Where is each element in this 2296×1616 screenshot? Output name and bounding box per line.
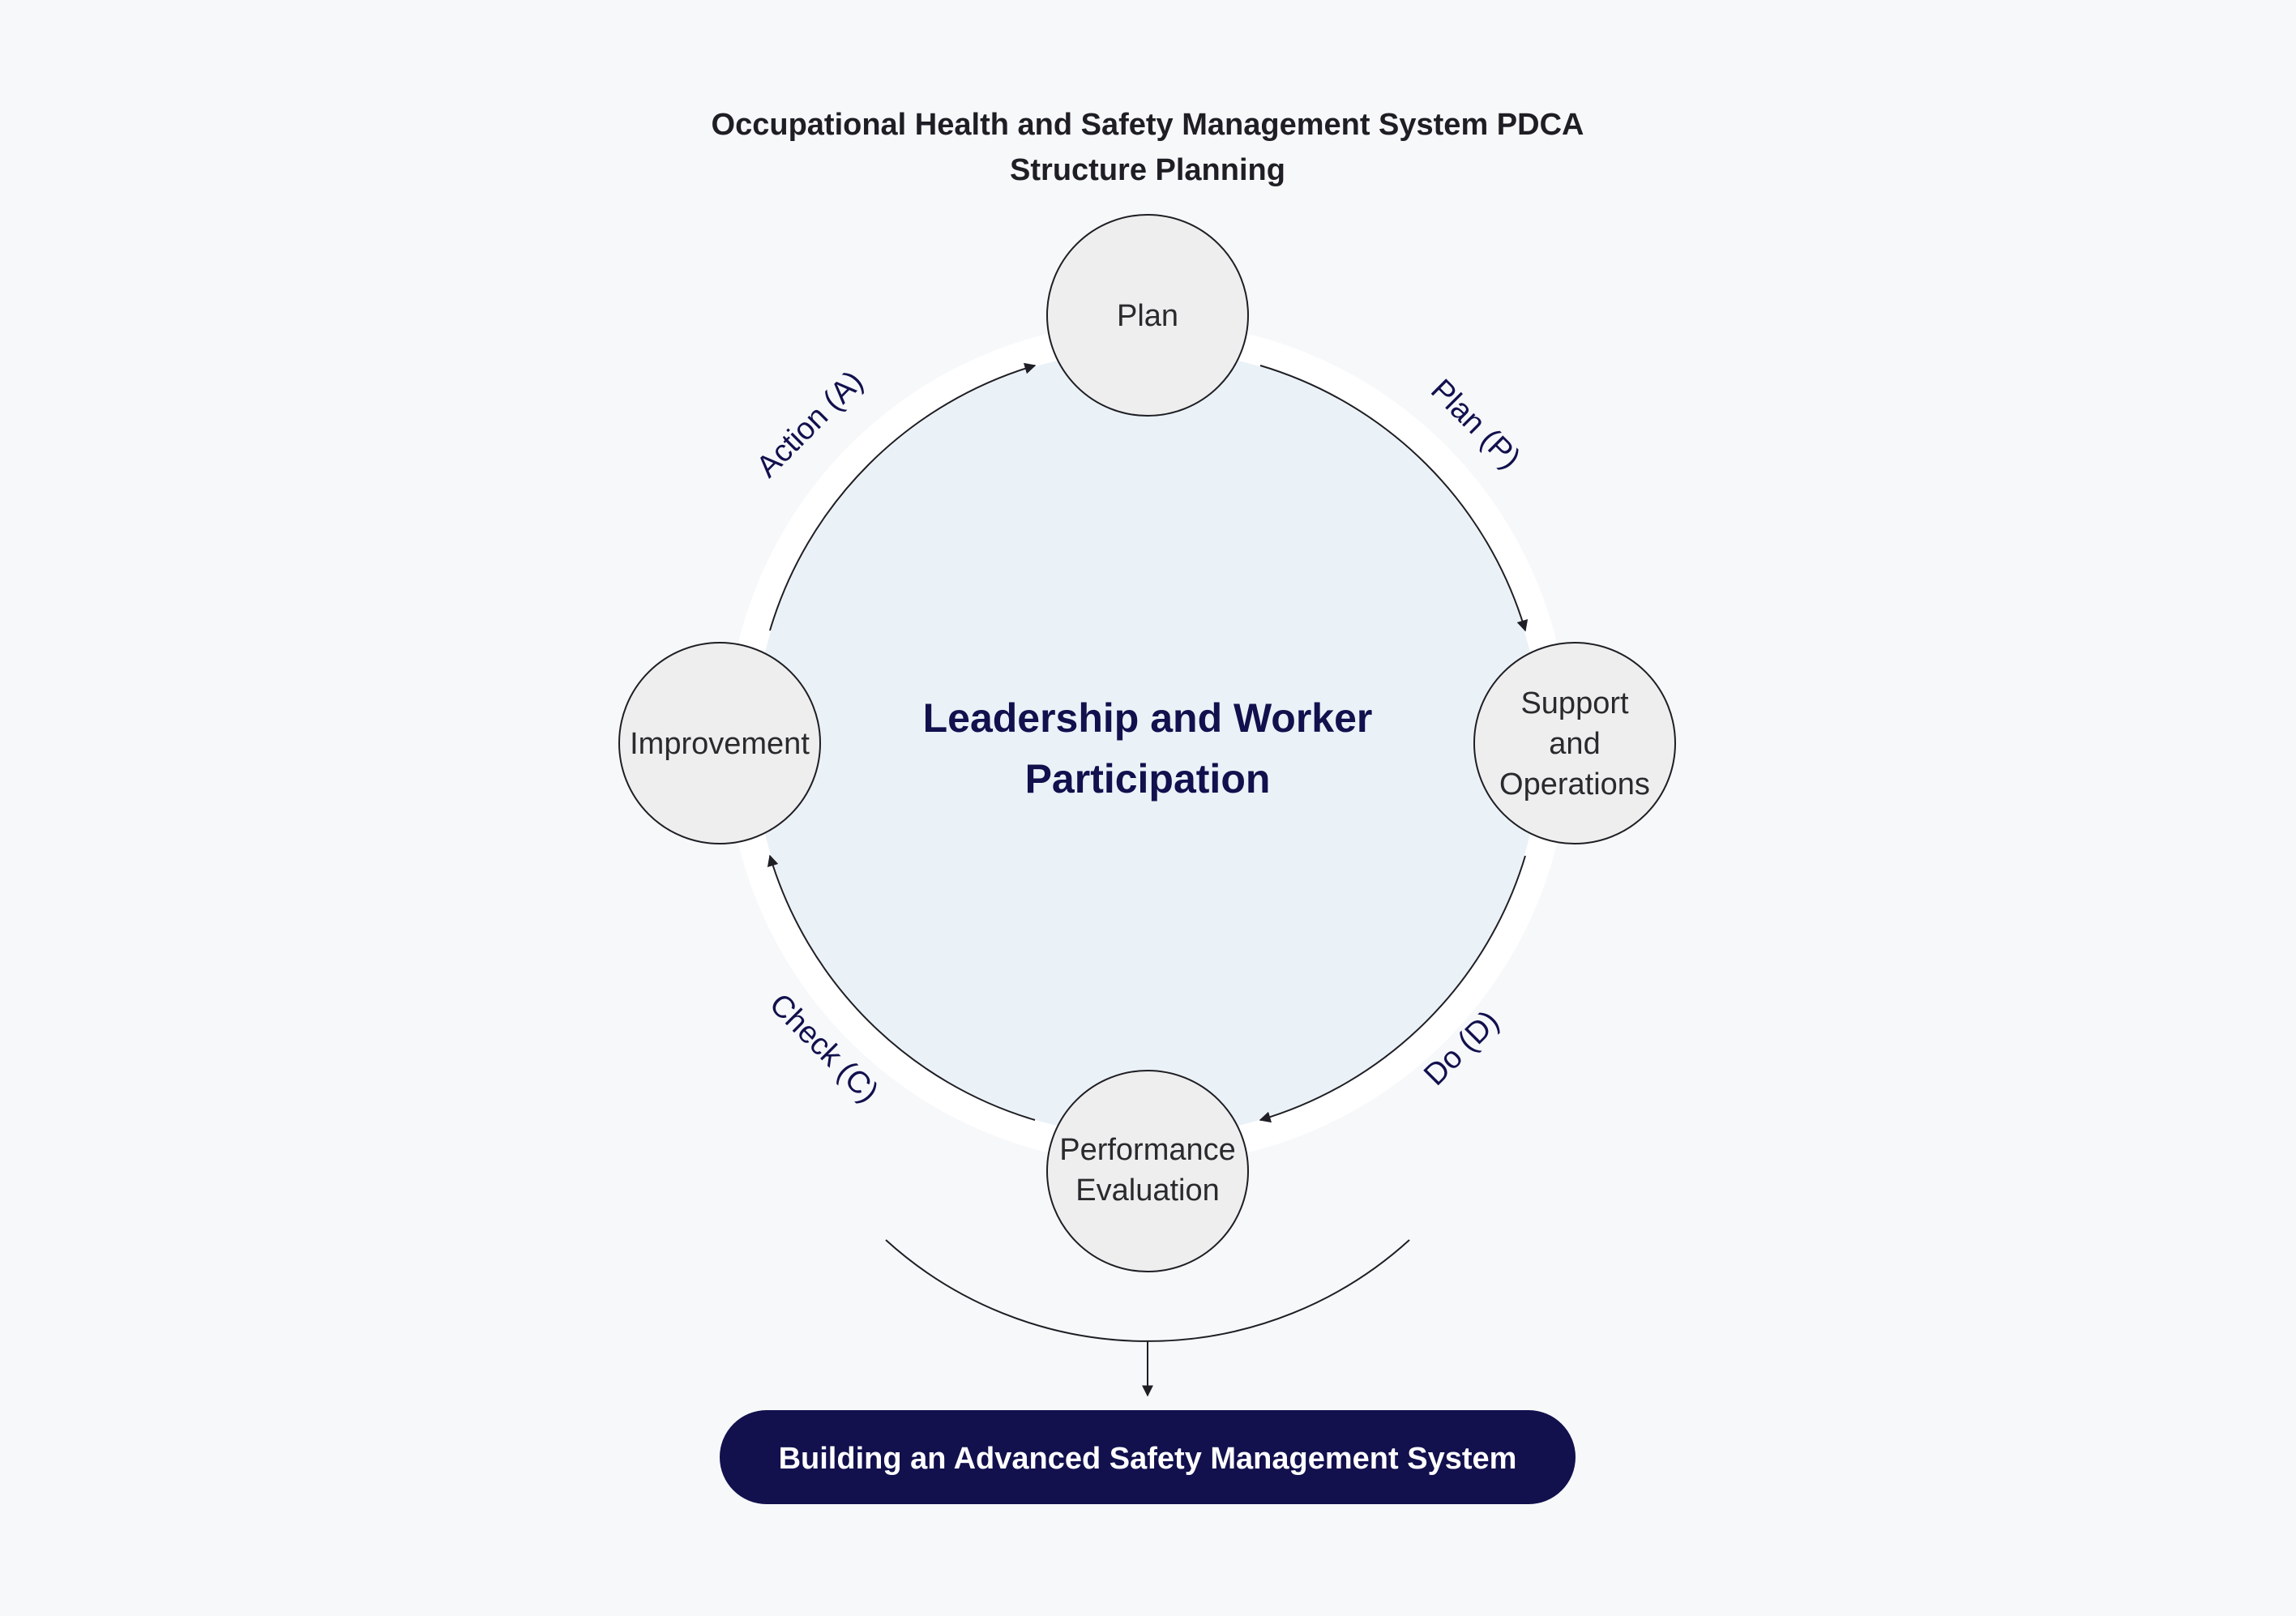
- node-support-operations: Support and Operations: [1473, 642, 1676, 844]
- arrow-improvement-to-plan: [769, 362, 1037, 631]
- arrow-support-to-evaluation: [1259, 855, 1526, 1123]
- result-banner: Building an Advanced Safety Management S…: [720, 1410, 1576, 1504]
- result-banner-background: [720, 1410, 1576, 1504]
- diagram-title-line-2: Structure Planning: [1010, 153, 1285, 187]
- center-title-line-2: Participation: [1025, 756, 1271, 802]
- node-improvement-label: Improvement: [630, 727, 810, 761]
- node-evaluation-label-line-2: Evaluation: [1075, 1174, 1219, 1208]
- node-support-circle: [1473, 642, 1676, 844]
- node-plan-label: Plan: [1117, 299, 1178, 333]
- node-plan-circle: [1046, 214, 1249, 417]
- node-improvement-circle: [618, 642, 821, 844]
- node-support-label-line-1: Support: [1520, 686, 1629, 720]
- node-performance-evaluation: Performance Evaluation: [1046, 1070, 1249, 1272]
- diagram-title-line-1: Occupational Health and Safety Managemen…: [712, 108, 1584, 142]
- node-support-label-line-2: and: [1549, 727, 1600, 761]
- arrow-plan-to-support: [1259, 365, 1529, 632]
- node-evaluation-label-line-1: Performance: [1059, 1133, 1236, 1167]
- center-title-line-1: Leadership and Worker: [923, 695, 1373, 741]
- node-evaluation-circle: [1046, 1070, 1249, 1272]
- node-support-label-line-3: Operations: [1499, 767, 1650, 802]
- arrow-evaluation-to-improvement: [767, 854, 1036, 1121]
- center-circle: [755, 350, 1541, 1136]
- node-plan: Plan: [1046, 214, 1249, 417]
- result-banner-label: Building an Advanced Safety Management S…: [779, 1442, 1517, 1476]
- node-improvement: Improvement: [618, 642, 821, 844]
